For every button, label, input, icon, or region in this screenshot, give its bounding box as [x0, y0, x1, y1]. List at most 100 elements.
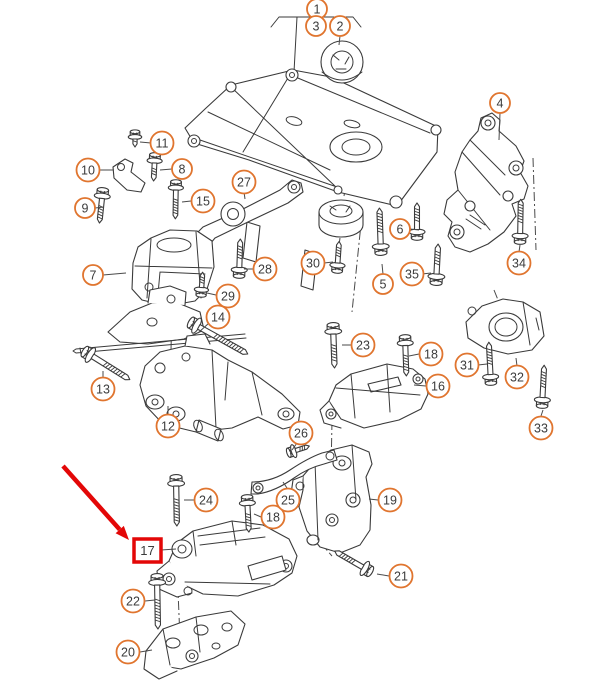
highlight-box-17[interactable]: [132, 537, 163, 564]
callout-18-2[interactable]: 18: [253, 504, 286, 530]
part-number: 12: [161, 420, 175, 434]
callout-23[interactable]: 23: [342, 332, 376, 358]
bolt-icon: [148, 573, 167, 630]
callout-3[interactable]: 3: [305, 15, 327, 37]
callout-18[interactable]: 18: [408, 341, 444, 367]
callout-12[interactable]: 12: [155, 406, 181, 439]
callout-circle: [506, 250, 532, 276]
callout-circle: [300, 250, 326, 276]
callout-circle: [504, 364, 530, 390]
callout-35[interactable]: 35: [399, 261, 432, 287]
part-number: 18: [266, 511, 280, 525]
callout-33[interactable]: 33: [528, 409, 554, 441]
callout-34[interactable]: 34: [506, 244, 532, 276]
callout-8[interactable]: 8: [159, 158, 193, 180]
part-number: 20: [121, 646, 135, 660]
bonded-rubber-mount-mid: [318, 199, 364, 238]
support-bracket-12: [139, 333, 301, 433]
callout-circle: [82, 264, 104, 286]
bolt-icon: [127, 129, 143, 148]
red-arrow-head: [115, 525, 129, 540]
callout-13[interactable]: 13: [90, 371, 116, 402]
part-number: 16: [431, 380, 445, 394]
callout-7[interactable]: 7: [82, 264, 127, 286]
callout-circle: [350, 332, 376, 358]
callout-26[interactable]: 26: [288, 420, 314, 451]
callout-24[interactable]: 24: [184, 487, 219, 513]
callout-circle: [418, 341, 444, 367]
callout-circle: [377, 487, 403, 513]
callout-circle: [90, 376, 116, 402]
callout-4[interactable]: 4: [489, 92, 511, 141]
bolt-icon: [285, 444, 310, 459]
bolt-icon: [334, 550, 375, 578]
callout-6[interactable]: 6: [389, 218, 420, 240]
callout-circle: [288, 420, 314, 446]
callout-20[interactable]: 20: [115, 639, 153, 665]
callout-9[interactable]: 9: [74, 197, 105, 219]
highlight-leader: [160, 548, 177, 551]
callout-circle: [305, 15, 327, 37]
callout-circle: [454, 352, 480, 378]
selection-annotation: 17: [61, 464, 177, 564]
callout-29[interactable]: 29: [206, 283, 241, 309]
bolt-icon: [329, 240, 346, 274]
callout-10[interactable]: 10: [75, 157, 115, 183]
part-number: 22: [126, 595, 140, 609]
support-link-arm: [250, 449, 338, 495]
callout-5[interactable]: 5: [372, 263, 394, 295]
part-number: 6: [397, 223, 404, 237]
bolt-icon: [408, 202, 426, 241]
part-number: 33: [534, 422, 548, 436]
callout-2[interactable]: 2: [329, 15, 351, 46]
part-number: 10: [81, 164, 95, 178]
bolt-icon: [511, 198, 529, 245]
bolt-icon: [167, 179, 184, 220]
part-number: 3: [313, 20, 320, 34]
callout-31[interactable]: 31: [454, 352, 488, 378]
part-number: 29: [221, 290, 235, 304]
bolt-icon: [80, 345, 131, 381]
callout-28[interactable]: 28: [244, 256, 278, 282]
part-number: 11: [156, 137, 169, 151]
bolt-icon: [93, 187, 111, 224]
bolt-icon: [238, 494, 256, 533]
bolt-icon: [427, 243, 446, 286]
callout-circle: [155, 413, 181, 439]
part-number: 1: [314, 3, 321, 17]
mount-bracket-plate: [72, 285, 247, 355]
callout-circle: [372, 273, 394, 295]
callout-circle: [215, 283, 241, 309]
callout-11[interactable]: 11: [139, 130, 175, 156]
retaining-strap: [112, 158, 146, 193]
callout-14[interactable]: 14: [197, 304, 231, 334]
bonded-rubber-mount-top: [320, 40, 364, 84]
callout-21[interactable]: 21: [376, 563, 414, 589]
bolt-icon: [186, 316, 249, 355]
callout-22[interactable]: 22: [120, 588, 156, 614]
gearbox-mount: [319, 363, 429, 429]
callout-15[interactable]: 15: [181, 188, 216, 214]
bolt-icon: [230, 238, 248, 279]
callout-32[interactable]: 32: [504, 357, 530, 390]
callout-circle: [389, 218, 411, 240]
callout-circle: [425, 373, 451, 399]
callout-27[interactable]: 27: [231, 169, 257, 200]
callout-circle: [190, 188, 216, 214]
callout-circle: [115, 639, 141, 665]
part-number: 2: [337, 20, 344, 34]
part-number: 14: [211, 311, 225, 325]
part-number: 32: [510, 371, 524, 385]
callout-30[interactable]: 30: [300, 250, 334, 276]
callout-25[interactable]: 25: [275, 481, 301, 513]
part-number: 4: [497, 97, 504, 111]
spacer-sleeve: [193, 419, 224, 442]
part-number: 28: [258, 263, 272, 277]
callout-16[interactable]: 16: [413, 373, 451, 399]
part-number: 15: [196, 195, 210, 209]
callout-19[interactable]: 19: [368, 487, 403, 513]
mount-bracket-32: [465, 298, 545, 355]
